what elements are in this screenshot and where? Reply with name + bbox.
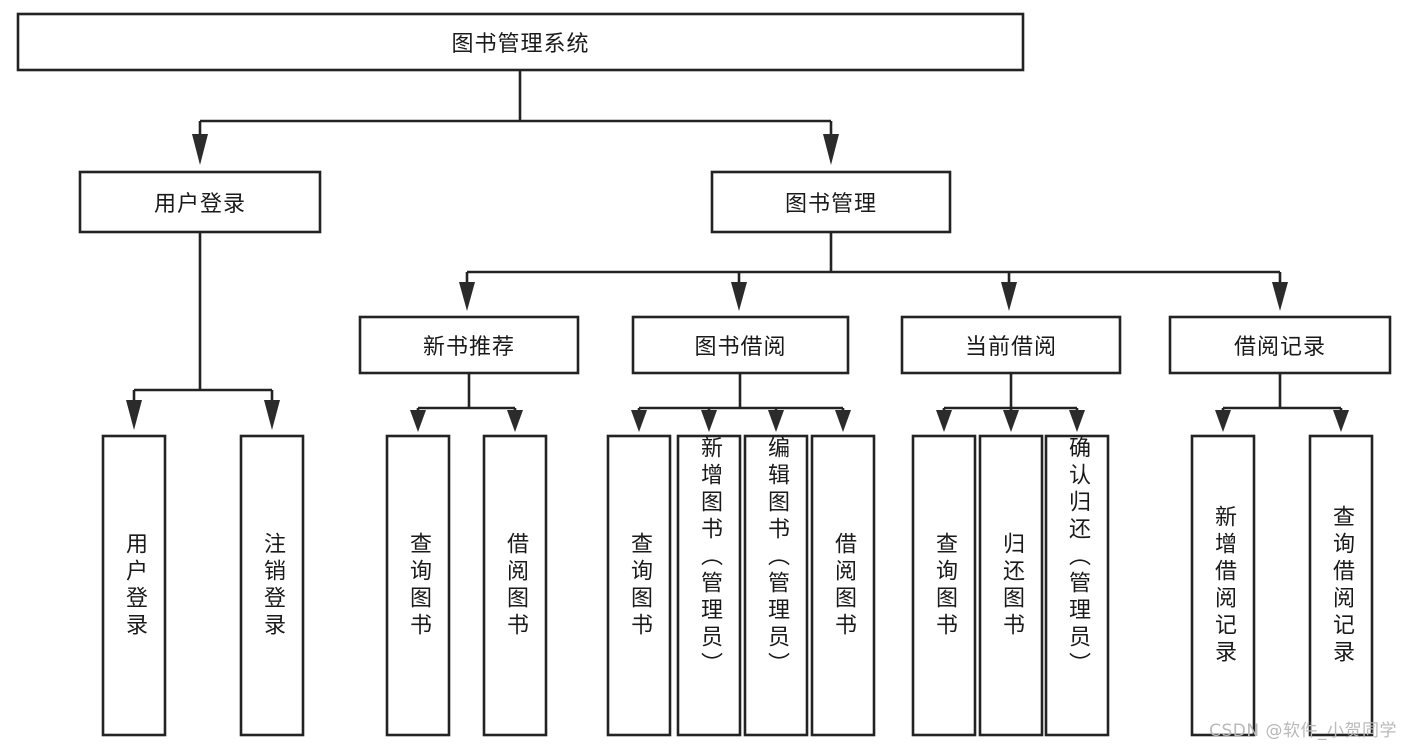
arrowhead-leaf-borrow-record-0	[1215, 410, 1231, 432]
arrowhead-leaf-book-borrow-0	[631, 410, 647, 432]
leaf-box-current-borrow-0[interactable]	[911, 434, 977, 737]
arrowhead-leaf-current-borrow-0	[936, 410, 952, 432]
arrowhead-leaf-user-login-0	[126, 400, 142, 430]
leaf-box-book-borrow-2[interactable]	[743, 434, 809, 737]
leaf-box-borrow-record-1[interactable]	[1308, 434, 1374, 737]
watermark-text: CSDN @软件_小贺同学	[1209, 721, 1397, 741]
arrowhead-leaf-borrow-record-1	[1333, 410, 1349, 432]
arrowhead-book-borrow	[731, 282, 747, 311]
arrowhead-leaf-new-book-1	[507, 410, 523, 432]
node-box-current-borrow[interactable]	[900, 315, 1122, 375]
arrowhead-leaf-user-login-1	[264, 400, 280, 430]
leaf-box-borrow-record-0[interactable]	[1190, 434, 1256, 737]
node-box-borrow-record[interactable]	[1168, 315, 1392, 375]
node-box-user-login[interactable]	[78, 170, 322, 234]
arrowhead-current-borrow	[1001, 282, 1017, 311]
node-box-book-borrow[interactable]	[631, 315, 850, 375]
arrowhead-leaf-book-borrow-2	[768, 410, 784, 432]
arrowhead-user-login	[192, 134, 208, 165]
leaf-box-book-borrow-0[interactable]	[606, 434, 672, 737]
arrowhead-book-management	[823, 134, 839, 165]
arrowhead-new-book-recommend	[459, 282, 475, 311]
leaf-box-book-borrow-1[interactable]	[676, 434, 742, 737]
leaf-box-current-borrow-2[interactable]	[1044, 434, 1110, 737]
leaf-box-current-borrow-1[interactable]	[978, 434, 1044, 737]
leaf-box-new-book-1[interactable]	[482, 434, 548, 737]
arrowhead-leaf-current-borrow-2	[1069, 410, 1085, 432]
arrowhead-leaf-book-borrow-3	[835, 410, 851, 432]
node-box-new-book-recommend[interactable]	[358, 315, 580, 375]
leaf-box-user-login-0[interactable]	[101, 434, 167, 737]
arrowhead-leaf-current-borrow-1	[1003, 410, 1019, 432]
arrowhead-leaf-book-borrow-1	[701, 410, 717, 432]
node-box-root[interactable]	[16, 12, 1025, 72]
leaf-box-book-borrow-3[interactable]	[810, 434, 876, 737]
arrowhead-borrow-record	[1272, 282, 1288, 311]
node-box-book-management[interactable]	[710, 170, 952, 234]
arrowhead-leaf-new-book-0	[410, 410, 426, 432]
leaf-box-new-book-0[interactable]	[385, 434, 451, 737]
leaf-box-user-login-1[interactable]	[239, 434, 305, 737]
